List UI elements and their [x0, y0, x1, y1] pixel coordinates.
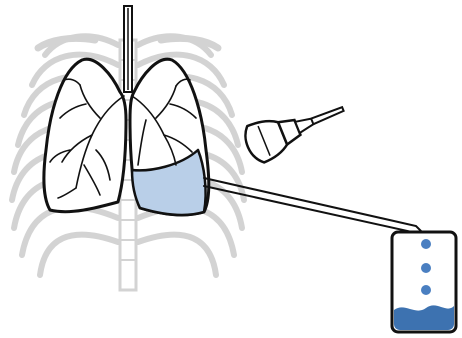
- ultrasound-probe-icon: [241, 90, 351, 165]
- drop-3: [421, 285, 431, 295]
- drop-2: [421, 263, 431, 273]
- right-lung: [130, 59, 209, 215]
- drainage-container: [392, 232, 456, 332]
- drop-1: [421, 239, 431, 249]
- trachea: [124, 6, 132, 92]
